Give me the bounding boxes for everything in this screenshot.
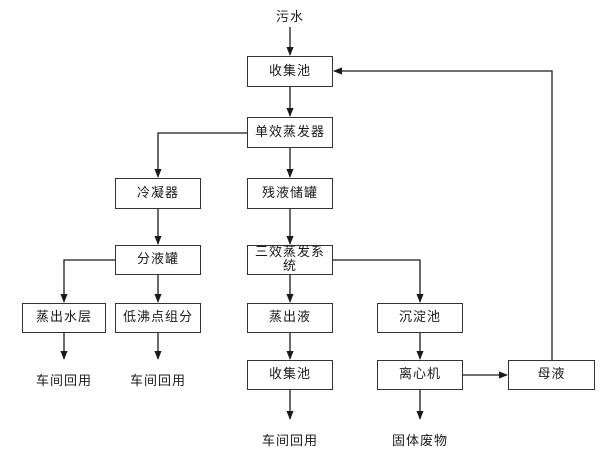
node-condenser: 冷凝器 bbox=[115, 178, 201, 209]
output-workshop-reuse-1: 车间回用 bbox=[35, 374, 93, 389]
node-distillate: 蒸出液 bbox=[247, 303, 333, 333]
node-distilled-water-layer: 蒸出水层 bbox=[22, 303, 106, 333]
node-mother-liquor: 母液 bbox=[508, 360, 595, 390]
output-solid-waste: 固体废物 bbox=[391, 434, 449, 449]
node-low-boiling-component: 低沸点组分 bbox=[115, 303, 201, 333]
edge-separator-to-water-layer bbox=[60, 259, 115, 303]
source-label: 污水 bbox=[275, 10, 305, 25]
node-separator-tank: 分液罐 bbox=[115, 245, 201, 275]
edge-single-effect-to-condenser bbox=[154, 132, 247, 178]
output-workshop-reuse-3: 车间回用 bbox=[261, 434, 319, 449]
node-collection-pool-2: 收集池 bbox=[247, 360, 333, 390]
node-centrifuge: 离心机 bbox=[377, 360, 463, 390]
edge-triple-effect-to-sedimentation bbox=[333, 259, 424, 303]
node-residue-tank: 残液储罐 bbox=[247, 178, 333, 209]
output-workshop-reuse-2: 车间回用 bbox=[129, 374, 187, 389]
node-triple-effect-system: 三效蒸发系统 bbox=[247, 245, 333, 275]
edge-mother-liquor-recycle bbox=[333, 67, 553, 360]
node-sedimentation-tank: 沉淀池 bbox=[377, 303, 463, 333]
node-single-effect-evaporator: 单效蒸发器 bbox=[247, 117, 333, 148]
node-collection-pool: 收集池 bbox=[247, 56, 333, 87]
